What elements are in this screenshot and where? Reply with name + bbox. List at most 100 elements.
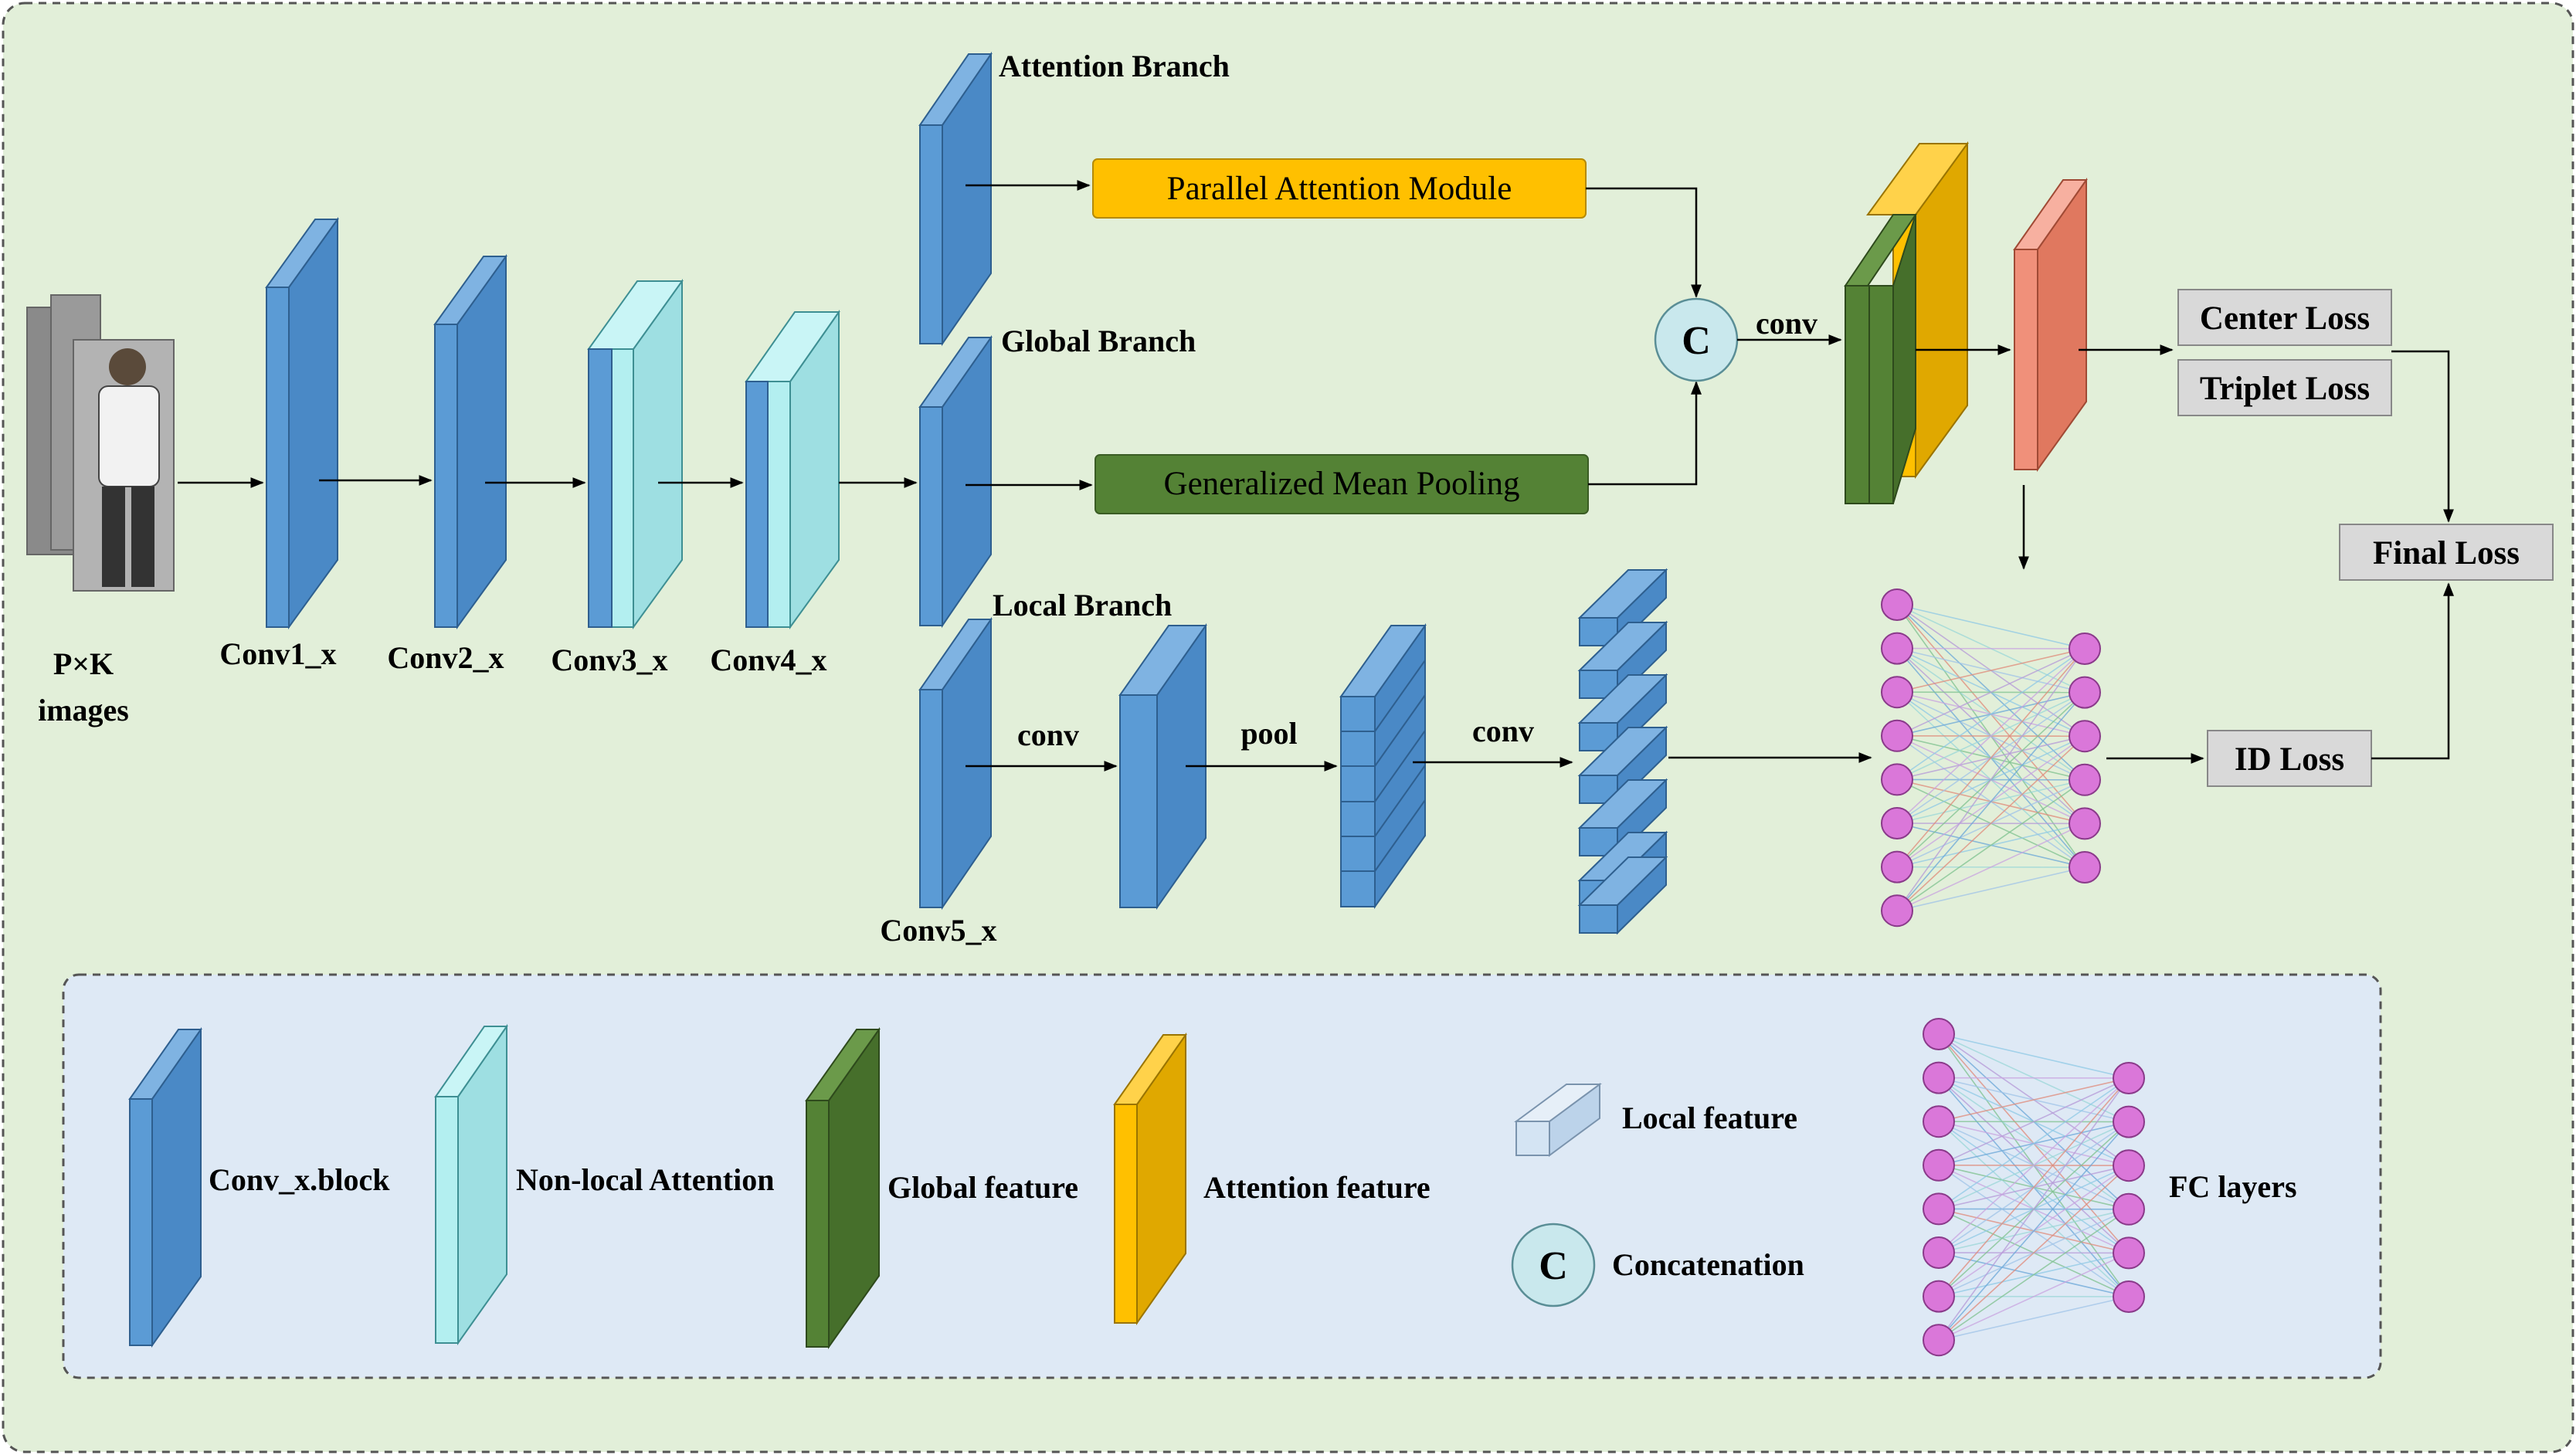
attention-branch-slab bbox=[918, 51, 993, 347]
fc-node bbox=[2069, 676, 2101, 709]
fc-node bbox=[1881, 807, 1913, 839]
legend-non-local-label: Non-local Attention bbox=[516, 1162, 774, 1197]
triplet-loss-label: Triplet Loss bbox=[2200, 371, 2370, 407]
legend-concat-icon bbox=[1511, 1223, 1596, 1307]
fc-edge bbox=[1938, 1209, 2130, 1341]
legend-concat-symbol: C bbox=[1539, 1244, 1568, 1288]
fc-node bbox=[1881, 763, 1913, 796]
legend-fc-network-icon bbox=[1923, 1018, 2145, 1357]
fc-node bbox=[1923, 1324, 1955, 1357]
conv1-label: Conv1_x bbox=[219, 636, 336, 671]
fc-edge bbox=[1896, 779, 2086, 911]
fc-edge bbox=[1896, 735, 2086, 911]
conv2-slab bbox=[433, 253, 507, 630]
legend-global-feature-label: Global feature bbox=[888, 1170, 1078, 1205]
legend-global-feature-icon bbox=[805, 1026, 881, 1350]
final-loss-label: Final Loss bbox=[2373, 535, 2520, 571]
legend-conv-block-label: Conv_x.block bbox=[209, 1162, 390, 1197]
local-branch-slab bbox=[918, 616, 993, 911]
fc-edge bbox=[1938, 1077, 2130, 1341]
fc-edge bbox=[1896, 822, 2086, 911]
fc-edge bbox=[1896, 648, 2086, 737]
conv2-label: Conv2_x bbox=[387, 640, 504, 675]
fc-feature-slab bbox=[2013, 177, 2088, 473]
local-conv-label-2: conv bbox=[1472, 714, 1534, 748]
conv1-slab bbox=[265, 216, 339, 630]
fc-edge bbox=[1938, 1121, 2130, 1341]
local-conv-label-1: conv bbox=[1017, 717, 1079, 752]
fc-node bbox=[2113, 1192, 2145, 1226]
fc-network bbox=[1881, 588, 2101, 928]
local-branch-label: Local Branch bbox=[993, 588, 1172, 622]
legend-local-feature-label: Local feature bbox=[1622, 1101, 1797, 1135]
fc-edge bbox=[1938, 1077, 2130, 1297]
triplet-loss-box bbox=[2177, 359, 2392, 416]
local-feature-blocks bbox=[1577, 568, 1668, 935]
fc-edge bbox=[1938, 1165, 2130, 1341]
fc-node bbox=[1881, 676, 1913, 709]
fc-node bbox=[2069, 807, 2101, 840]
input-images bbox=[26, 294, 175, 592]
fc-node bbox=[1881, 719, 1913, 752]
parallel-attention-module-label: Parallel Attention Module bbox=[1167, 171, 1512, 207]
fc-node bbox=[2069, 763, 2101, 796]
fc-node bbox=[2113, 1105, 2145, 1138]
fc-node bbox=[2113, 1236, 2145, 1270]
center-loss-box bbox=[2177, 289, 2392, 346]
global-branch-label: Global Branch bbox=[1001, 324, 1196, 358]
attention-branch-label: Attention Branch bbox=[999, 49, 1230, 83]
fc-node bbox=[1881, 632, 1913, 665]
fc-node bbox=[2069, 633, 2101, 665]
fc-edge bbox=[1896, 692, 2086, 911]
fc-node bbox=[1881, 588, 1913, 621]
final-loss-box bbox=[2339, 524, 2554, 581]
global-branch-slab bbox=[918, 334, 993, 629]
fc-node bbox=[2113, 1280, 2145, 1313]
person-shirt bbox=[98, 385, 160, 487]
fc-edge bbox=[1938, 1077, 2130, 1166]
conv4-slab bbox=[745, 309, 840, 630]
person-leg-left bbox=[102, 487, 125, 587]
person-head bbox=[109, 348, 146, 385]
fc-edge bbox=[1938, 1296, 2130, 1341]
fc-node bbox=[1881, 894, 1913, 928]
global-attention-feature-stack bbox=[1844, 141, 1969, 504]
fc-edge bbox=[1896, 648, 2086, 693]
fc-node bbox=[2113, 1062, 2145, 1094]
conv5-label: Conv5_x bbox=[880, 913, 996, 948]
concat-symbol: C bbox=[1682, 319, 1711, 363]
fc-node bbox=[2113, 1149, 2145, 1182]
conv3-label: Conv3_x bbox=[551, 643, 667, 677]
legend-non-local-icon bbox=[434, 1023, 508, 1346]
fc-edge bbox=[1938, 1033, 2130, 1079]
gem-pooling-label: Generalized Mean Pooling bbox=[1164, 466, 1520, 502]
fc-edge bbox=[1896, 604, 2086, 649]
fc-node bbox=[1923, 1280, 1955, 1313]
legend-attention-feature-label: Attention feature bbox=[1203, 1170, 1431, 1205]
legend-conv-block-icon bbox=[128, 1026, 202, 1348]
legend-local-feature-icon bbox=[1513, 1083, 1603, 1157]
pooled-stripes bbox=[1339, 622, 1427, 910]
conv4-label: Conv4_x bbox=[710, 643, 826, 677]
fc-node bbox=[2069, 851, 2101, 884]
legend-frame bbox=[62, 973, 2382, 1379]
fc-edge bbox=[1896, 648, 2086, 824]
fc-node bbox=[2069, 720, 2101, 753]
conv-after-concat-label: conv bbox=[1756, 306, 1817, 341]
id-loss-label: ID Loss bbox=[2235, 741, 2344, 778]
fc-edge bbox=[1938, 1252, 2130, 1341]
person-leg-right bbox=[131, 487, 154, 587]
fc-edge bbox=[1896, 648, 2086, 868]
fc-edge bbox=[1938, 1077, 2130, 1253]
fc-edge bbox=[1938, 1077, 2130, 1210]
id-loss-box bbox=[2207, 730, 2372, 787]
input-label-line1: P×K bbox=[53, 646, 114, 681]
pool-label: pool bbox=[1240, 716, 1297, 751]
legend-concatenation-label: Concatenation bbox=[1612, 1247, 1804, 1282]
fc-node bbox=[1923, 1105, 1955, 1138]
fc-edge bbox=[1938, 1077, 2130, 1122]
fc-node bbox=[1923, 1018, 1955, 1050]
center-loss-label: Center Loss bbox=[2200, 300, 2370, 337]
local-conv-slab bbox=[1118, 622, 1207, 911]
